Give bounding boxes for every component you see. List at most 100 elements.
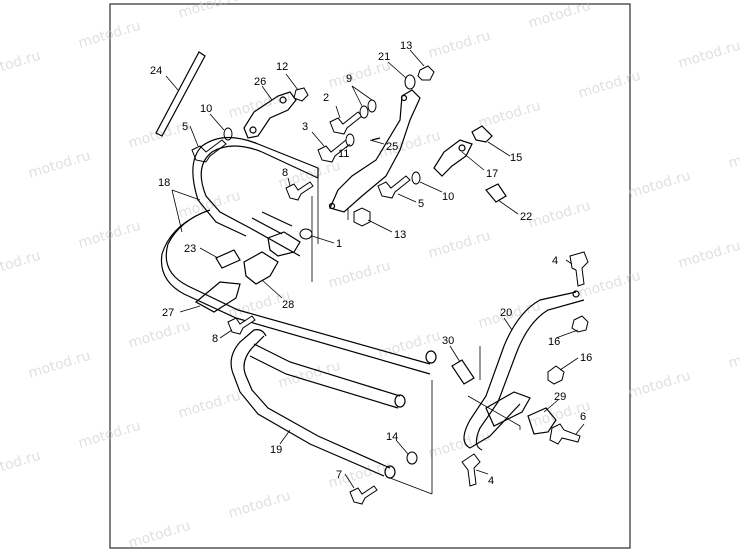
callout-4-top: 4 xyxy=(552,255,558,267)
watermark-text: motod.ru xyxy=(26,148,92,182)
callout-16b: 16 xyxy=(580,352,592,364)
callout-18: 18 xyxy=(158,177,170,189)
part-drawings xyxy=(155,51,589,505)
part-9-washer-a xyxy=(359,105,369,119)
part-13-nut-top xyxy=(417,65,435,81)
part-28-clamp xyxy=(267,231,301,257)
leader-5-right xyxy=(397,193,417,203)
part-26-hole-lower xyxy=(249,126,257,134)
part-17-hole xyxy=(458,144,466,152)
watermark-text: motod.ru xyxy=(626,0,692,2)
leader-lines xyxy=(165,49,585,489)
callout-27: 27 xyxy=(162,307,174,319)
leader-9b xyxy=(351,85,373,101)
part-16-nut-a xyxy=(571,315,589,333)
watermark-text: motod.ru xyxy=(26,348,92,382)
leader-3 xyxy=(311,131,325,147)
leader-9a xyxy=(351,85,363,107)
watermark-text: motod.ru xyxy=(676,238,740,272)
leader-12 xyxy=(285,73,299,91)
leader-16a xyxy=(555,329,579,339)
callout-25: 25 xyxy=(386,141,398,153)
leader-16b xyxy=(559,357,579,371)
part-4-bolt-top xyxy=(569,251,589,287)
part-20-right-frame xyxy=(463,291,585,451)
part-13-nut-lower xyxy=(353,207,371,227)
callout-30: 30 xyxy=(442,335,454,347)
callout-12: 12 xyxy=(276,61,288,73)
leader-27 xyxy=(179,305,201,313)
leader-13-top xyxy=(409,49,425,67)
callout-24: 24 xyxy=(150,65,162,77)
part-25-hole xyxy=(400,94,408,102)
leader-15 xyxy=(487,141,511,157)
part-16-nut-b xyxy=(547,365,565,385)
part-20-bracket xyxy=(485,391,531,427)
part-26-hole xyxy=(279,96,287,104)
part-18-upper-rail xyxy=(251,211,293,235)
leader-17 xyxy=(461,151,485,171)
callout-20: 20 xyxy=(500,307,512,319)
leader-4-top xyxy=(565,259,573,265)
watermark-text: motod.ru xyxy=(726,338,740,372)
part-19-tube-end xyxy=(394,394,406,408)
leader-22 xyxy=(497,199,519,215)
leader-23 xyxy=(199,247,219,259)
callout-19: 19 xyxy=(270,444,282,456)
part-28-bracket xyxy=(243,251,279,285)
part-5-bolt-left xyxy=(191,139,227,163)
part-14-cap xyxy=(406,451,418,465)
leader-7 xyxy=(344,473,355,489)
leader-6 xyxy=(575,423,585,435)
leader-5-left xyxy=(189,125,199,147)
callout-22: 22 xyxy=(520,211,532,223)
part-25-plate xyxy=(329,89,421,213)
part-7-bolt xyxy=(349,485,378,505)
part-15-clip xyxy=(471,125,493,143)
callout-26: 26 xyxy=(254,76,266,88)
callout-11: 11 xyxy=(338,148,349,160)
leader-11 xyxy=(345,143,351,149)
leader-2 xyxy=(335,105,341,119)
part-6-bolt xyxy=(549,423,581,445)
leader-10-right xyxy=(419,181,443,193)
leader-18a xyxy=(171,189,201,201)
watermark-text: motod.ru xyxy=(626,368,692,402)
part-17-bracket xyxy=(433,139,473,177)
watermark-text: motod.ru xyxy=(0,48,43,82)
leader-4-bottom xyxy=(475,469,489,475)
callout-5-left: 5 xyxy=(182,121,188,133)
callout-16a: 16 xyxy=(548,336,560,348)
part-9-washer-b xyxy=(367,99,377,113)
leader-29 xyxy=(543,399,559,413)
leader-10-left xyxy=(209,113,225,131)
callout-15: 15 xyxy=(510,152,522,164)
leader-21 xyxy=(387,61,407,79)
part-18-tube-end xyxy=(425,350,437,364)
part-4-bolt-bottom xyxy=(461,453,481,487)
part-5-bolt-right xyxy=(377,175,411,199)
callout-4-bottom: 4 xyxy=(488,475,494,487)
leader-13-lower xyxy=(367,219,393,233)
leader-25 xyxy=(369,139,385,145)
part-11-spacer xyxy=(345,133,355,147)
part-29-clamp xyxy=(527,407,557,435)
leader-20 xyxy=(503,317,513,331)
leader-14 xyxy=(395,439,409,455)
part-10-washer-right xyxy=(411,171,421,185)
part-8-bolt-lower xyxy=(227,315,256,335)
callout-28: 28 xyxy=(282,299,294,311)
part-8-bolt-top xyxy=(285,181,314,201)
leader-1 xyxy=(311,235,335,244)
watermark-text: motod.ru xyxy=(626,168,692,202)
part-22-clip xyxy=(485,183,507,203)
part-25-hole-b xyxy=(328,202,336,210)
leader-26 xyxy=(261,85,273,101)
leader-8-lower xyxy=(219,329,233,339)
callout-29: 29 xyxy=(554,391,566,403)
callout-1: 1 xyxy=(336,238,342,250)
leader-30 xyxy=(449,345,461,363)
part-19-lower-frame xyxy=(230,329,401,477)
part-26-bracket xyxy=(243,91,297,139)
